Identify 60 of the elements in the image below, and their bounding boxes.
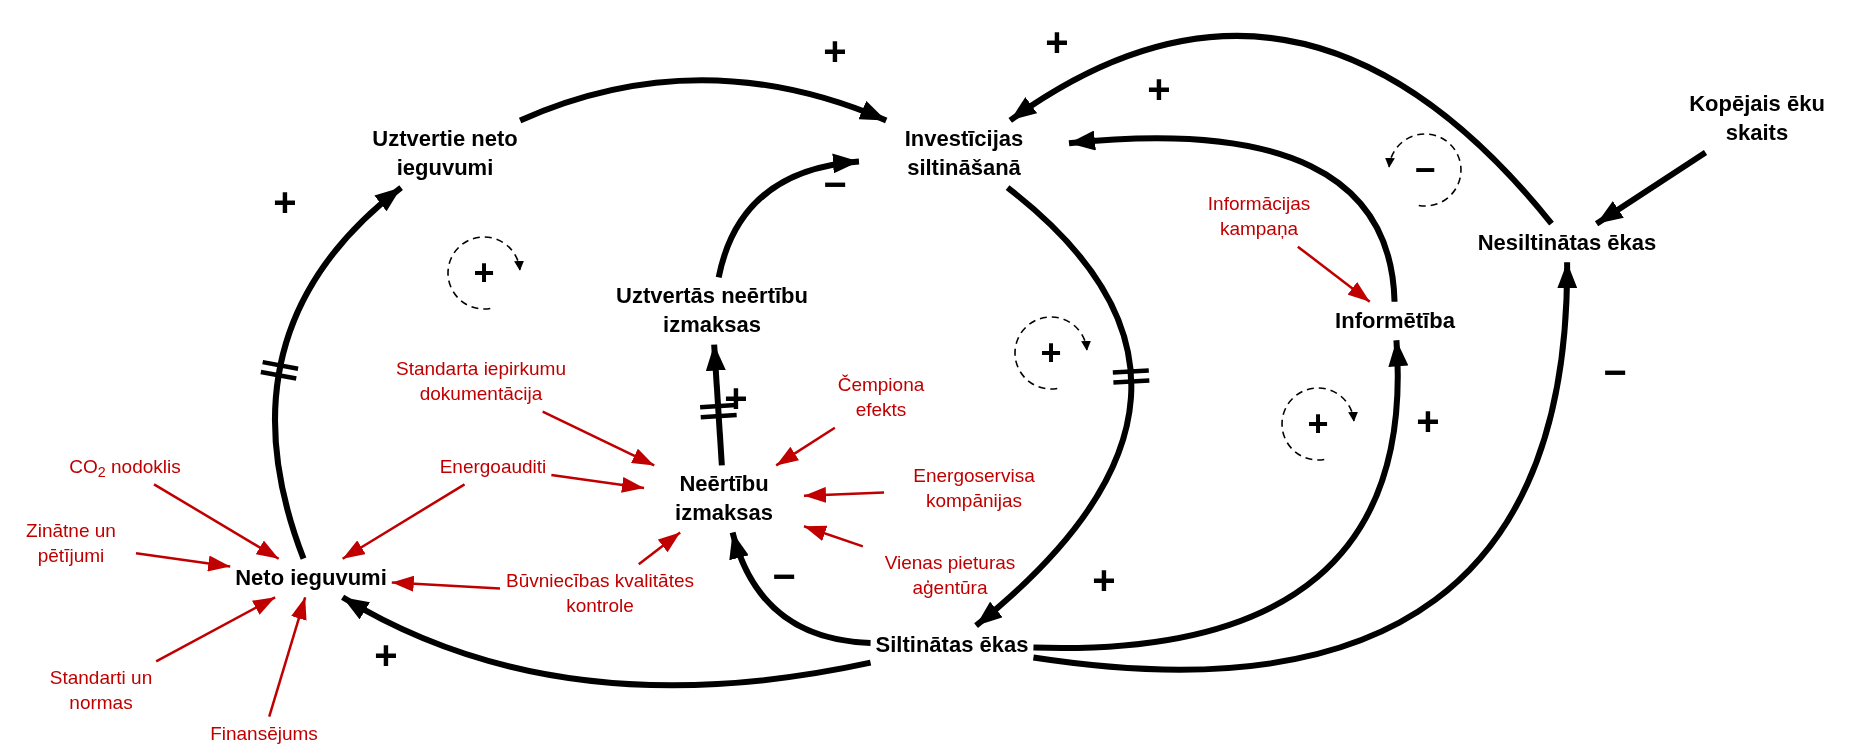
factor-label: Energoservisa kompānijas <box>889 464 1059 514</box>
polarity-sign: + <box>1416 401 1440 441</box>
causal-arrow <box>803 486 885 503</box>
factor-label: Būvniecības kvalitātes kontrole <box>505 569 695 619</box>
causal-arrow <box>153 483 280 560</box>
causal-arrow <box>638 531 681 566</box>
causal-arrow <box>705 344 726 466</box>
causal-arrow <box>542 410 655 467</box>
loop-polarity: + <box>1040 335 1062 371</box>
polarity-sign: + <box>273 182 297 222</box>
causal-arrow <box>391 575 501 592</box>
causal-arrow <box>272 185 404 560</box>
causal-arrow <box>1033 262 1576 673</box>
variable-label: Neērtību izmaksas <box>649 470 799 528</box>
variable-label: Neto ieguvumi <box>235 563 387 593</box>
causal-arrow <box>519 77 888 124</box>
causal-arrow <box>268 596 307 717</box>
loop-polarity: + <box>1307 406 1329 442</box>
causal-arrow <box>1068 131 1398 302</box>
factor-label: Standarti un normas <box>31 666 171 716</box>
factor-label: CO$_{2}$ nodoklis <box>69 454 181 480</box>
polarity-sign: − <box>772 556 796 596</box>
factor-label: Standarta iepirkumu dokumentācija <box>366 357 596 407</box>
loop-polarity: − <box>1414 152 1436 188</box>
loop-polarity: + <box>473 255 495 291</box>
polarity-sign: + <box>724 378 748 418</box>
variable-label: Informētība <box>1335 306 1455 336</box>
causal-arrow <box>1008 33 1554 226</box>
polarity-sign: − <box>823 164 847 204</box>
causal-arrow <box>715 154 860 279</box>
causal-arrow <box>135 551 231 572</box>
causal-arrow <box>803 525 864 548</box>
causal-arrow <box>155 596 276 663</box>
causal-arrow <box>342 483 466 560</box>
factor-label: Vienas pieturas aģentūra <box>865 551 1035 601</box>
polarity-sign: + <box>374 635 398 675</box>
causal-arrow <box>729 531 871 646</box>
causal-arrow <box>1594 150 1708 227</box>
factor-label: Energoauditi <box>439 454 547 480</box>
causal-arrow <box>341 594 872 689</box>
variable-label: Investīcijas siltināšanā <box>864 125 1064 183</box>
causal-arrow <box>974 185 1134 628</box>
causal-arrow <box>775 426 836 467</box>
factor-label: Zinātne un pētījumi <box>11 519 131 569</box>
factor-label: Finansējums <box>210 721 318 747</box>
causal-arrow <box>1033 340 1407 651</box>
polarity-sign: + <box>1147 69 1171 109</box>
variable-label: Uztvertie neto ieguvumi <box>345 125 545 183</box>
polarity-sign: + <box>1092 560 1116 600</box>
causal-arrow <box>1297 245 1371 303</box>
variable-label: Nesiltinātas ēkas <box>1477 228 1657 258</box>
causal-arrow <box>551 473 645 493</box>
factor-label: Čempiona efekts <box>816 373 946 423</box>
variable-label: Kopējais ēku skaits <box>1672 90 1842 148</box>
factor-label: Informācijas kampaņa <box>1189 192 1329 242</box>
polarity-sign: + <box>1045 22 1069 62</box>
variable-label: Uztvertās neērtību izmaksas <box>597 282 827 340</box>
polarity-sign: − <box>1603 352 1627 392</box>
polarity-sign: + <box>823 31 847 71</box>
variable-label: Siltinātas ēkas <box>875 630 1029 660</box>
